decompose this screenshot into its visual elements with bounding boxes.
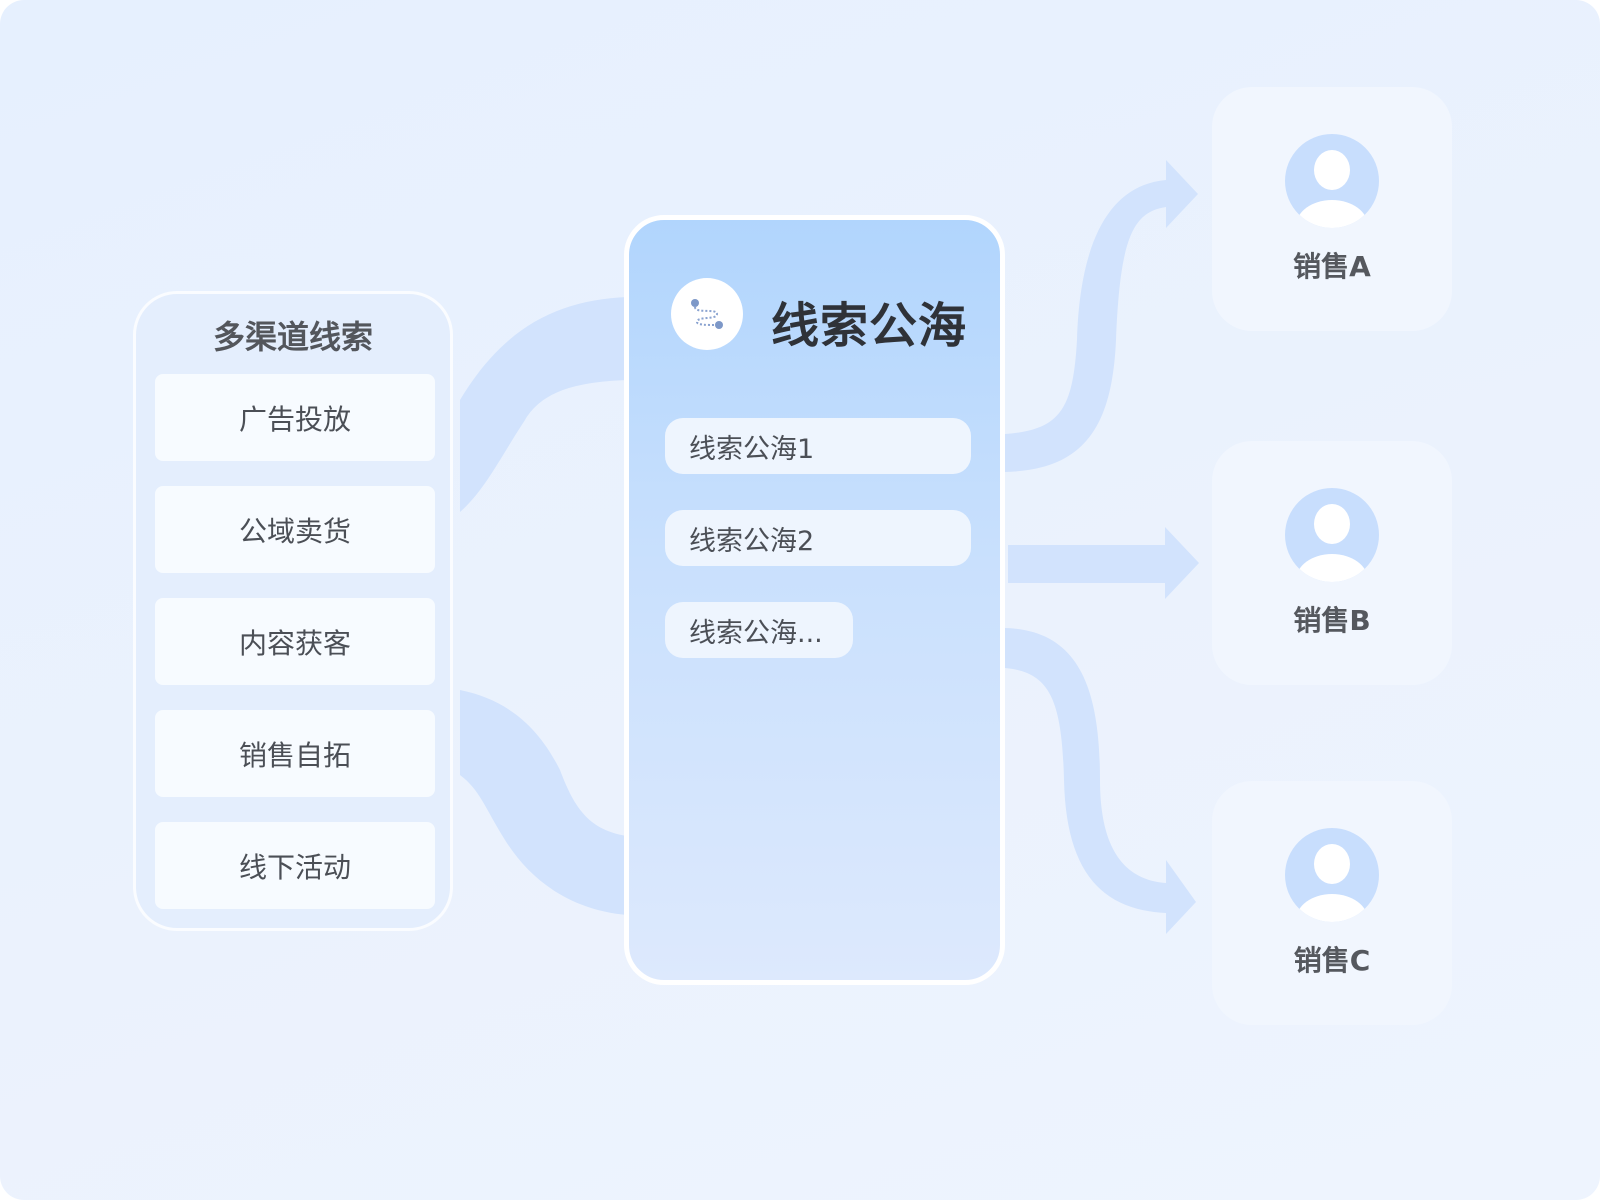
source-item-offline-events: 线下活动 xyxy=(155,822,435,909)
sales-label-b: 销售B xyxy=(1293,604,1371,637)
source-item-ads: 广告投放 xyxy=(155,374,435,461)
route-icon xyxy=(671,278,743,350)
lead-sources-title: 多渠道线索 xyxy=(212,318,373,356)
flow-arrow-to-b xyxy=(1008,527,1199,599)
flow-lower-left xyxy=(460,690,627,915)
source-item-self-prospecting: 销售自拓 xyxy=(155,710,435,797)
pool-item-more: 线索公海... xyxy=(665,602,853,658)
user-avatar-icon xyxy=(1285,134,1379,228)
sales-label-a: 销售A xyxy=(1293,250,1371,283)
source-item-content: 内容获客 xyxy=(155,598,435,685)
user-avatar-icon xyxy=(1285,828,1379,922)
flow-arrow-to-a xyxy=(1005,160,1198,472)
sales-card-a: 销售A xyxy=(1212,87,1452,331)
flow-upper-left xyxy=(460,297,627,512)
source-item-public-sales: 公域卖货 xyxy=(155,486,435,573)
flow-arrow-to-c xyxy=(1005,628,1196,934)
lead-pool-title: 线索公海 xyxy=(771,298,968,354)
pool-item-2: 线索公海2 xyxy=(665,510,971,566)
sales-card-b: 销售B xyxy=(1212,441,1452,685)
lead-pool-panel: 线索公海 线索公海1 线索公海2 线索公海... xyxy=(624,215,1005,985)
sales-label-c: 销售C xyxy=(1293,944,1371,977)
sales-card-c: 销售C xyxy=(1212,781,1452,1025)
user-avatar-icon xyxy=(1285,488,1379,582)
pool-item-1: 线索公海1 xyxy=(665,418,971,474)
lead-sources-panel: 多渠道线索 广告投放 公域卖货 内容获客 销售自拓 线下活动 xyxy=(133,291,453,931)
